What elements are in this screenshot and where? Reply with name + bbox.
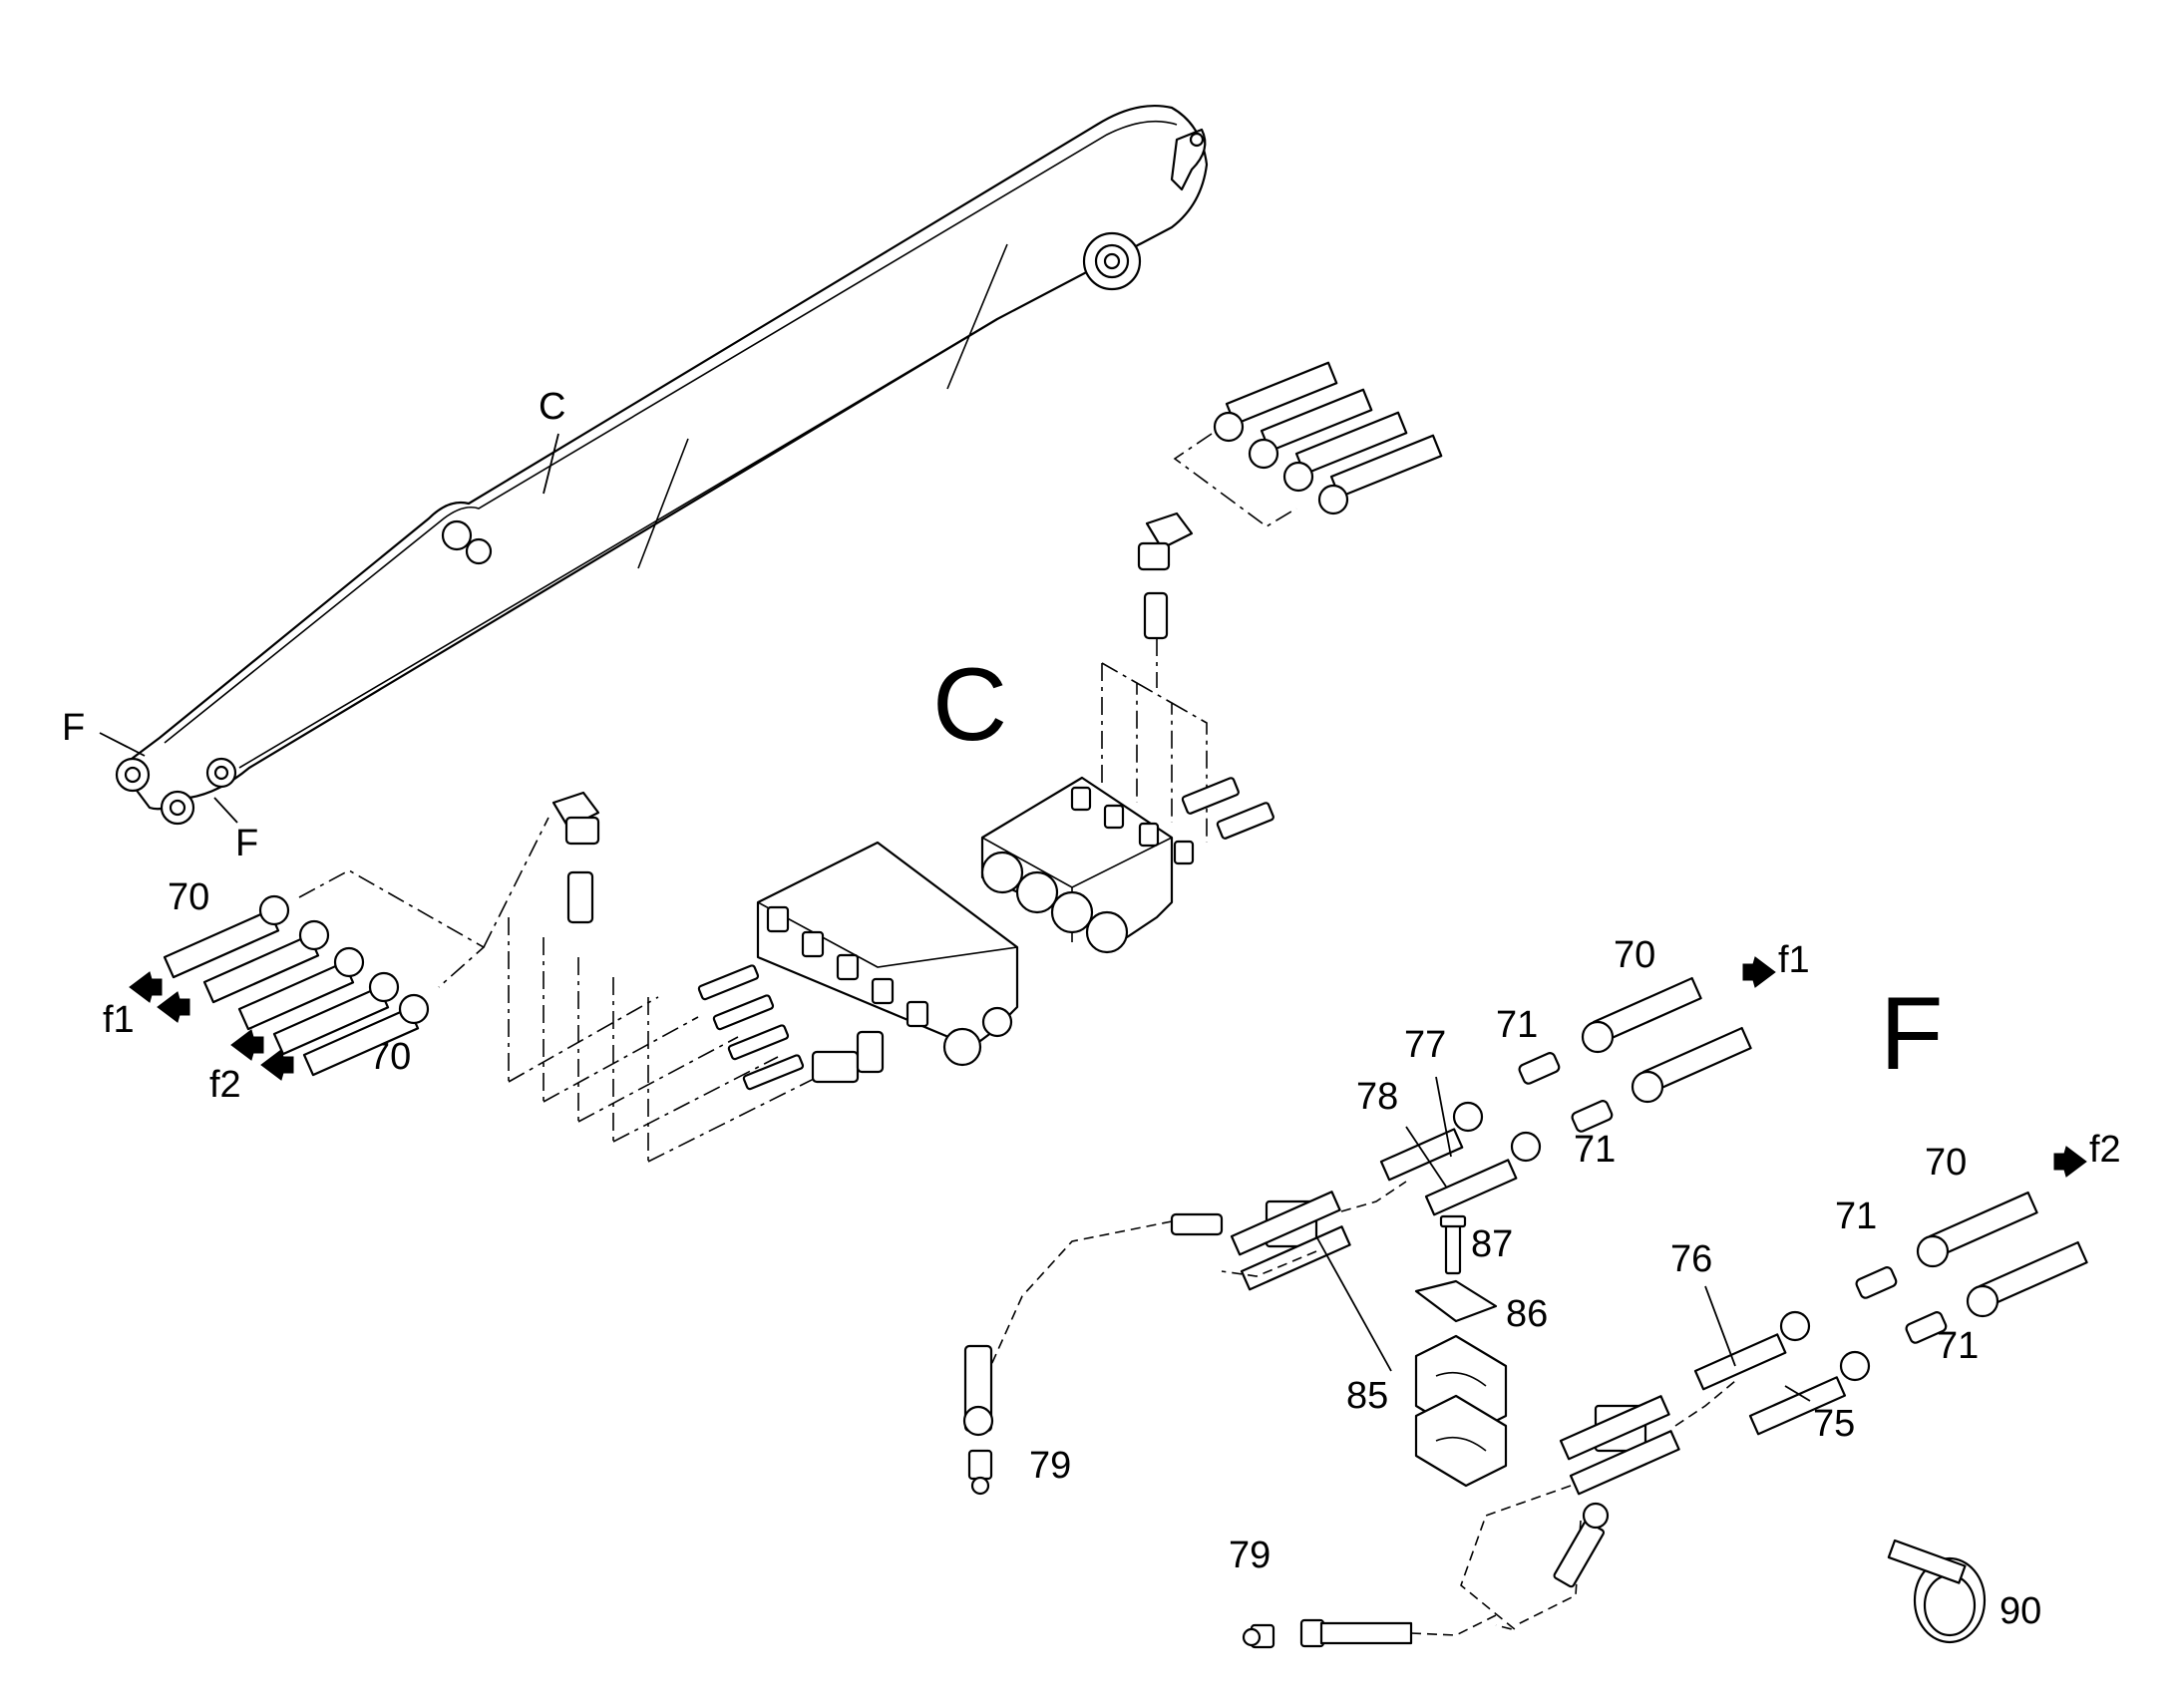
label-87: 87: [1471, 1223, 1513, 1265]
label-79-left: 79: [1029, 1445, 1071, 1487]
leader-c: [543, 433, 559, 495]
elbow-fitting-left: [551, 791, 600, 924]
f-lower-hoses: [1693, 1191, 2088, 1436]
left-label-f1: f1: [103, 999, 135, 1041]
arrow-f1-a: [129, 971, 163, 1003]
plate-86: [1414, 1279, 1498, 1323]
f-lower-label-71-a: 71: [1835, 1196, 1877, 1237]
leader-f-bottom: [213, 797, 238, 824]
fitting-upright-lower: [1553, 1502, 1610, 1588]
f-upper-label-78: 78: [1356, 1076, 1398, 1118]
clamp-half-85: [1414, 1334, 1508, 1488]
label-79-bottom: 79: [1229, 1535, 1271, 1576]
left-label-f2: f2: [209, 1064, 241, 1106]
fitting-79-bottom: [1242, 1614, 1497, 1649]
arrow-f2-a: [230, 1029, 264, 1061]
label-85: 85: [1346, 1375, 1388, 1417]
bolt-87: [1439, 1214, 1467, 1275]
left-hose-bundle: [163, 817, 549, 1077]
arrow-f2-right: [2053, 1146, 2087, 1178]
f-lower-label-f2: f2: [2089, 1129, 2121, 1171]
manifold-left: [697, 841, 1019, 1091]
leader-85: [1315, 1235, 1392, 1372]
arrow-f1-b: [157, 991, 190, 1023]
manifold-c: [980, 776, 1274, 954]
f-upper-label-71-a: 71: [1496, 1004, 1538, 1046]
f-lower-label-76: 76: [1670, 1238, 1712, 1280]
boom-arm: [115, 105, 1209, 826]
f-upper-label-71-b: 71: [1574, 1129, 1616, 1171]
arrow-f2-b: [260, 1049, 294, 1081]
cable-tie-90: [1887, 1538, 1987, 1644]
label-86: 86: [1506, 1293, 1548, 1335]
f-upper-label-f1: f1: [1778, 939, 1810, 981]
f-lower-label-70: 70: [1925, 1142, 1967, 1184]
boom-label-f-bottom: F: [235, 823, 258, 864]
label-90: 90: [1999, 1590, 2041, 1632]
f-upper-hoses: [1379, 976, 1752, 1216]
dash-outline-left: [508, 917, 819, 1163]
leader-f-top: [99, 732, 146, 757]
boom-label-c: C: [539, 386, 565, 428]
f-upper-label-70: 70: [1614, 934, 1655, 976]
f-upper-label-77: 77: [1404, 1024, 1446, 1066]
f-lower-label-75: 75: [1813, 1403, 1855, 1445]
boom-label-f-top: F: [62, 707, 85, 749]
f-lower-label-71-b: 71: [1937, 1325, 1979, 1367]
arrow-f1-right: [1742, 956, 1776, 988]
section-label-c: C: [932, 647, 1007, 763]
clamp-block-lower: [1460, 1380, 1736, 1631]
left-label-70-top: 70: [168, 876, 209, 918]
section-label-f: F: [1880, 976, 1944, 1092]
fitting-79-left: [962, 1344, 994, 1496]
dash-outline-c: [1101, 662, 1208, 843]
hose-bundle-top: [1173, 361, 1443, 527]
clamp-block-upper: [976, 1181, 1407, 1397]
elbow-fitting-top: [1137, 512, 1194, 688]
